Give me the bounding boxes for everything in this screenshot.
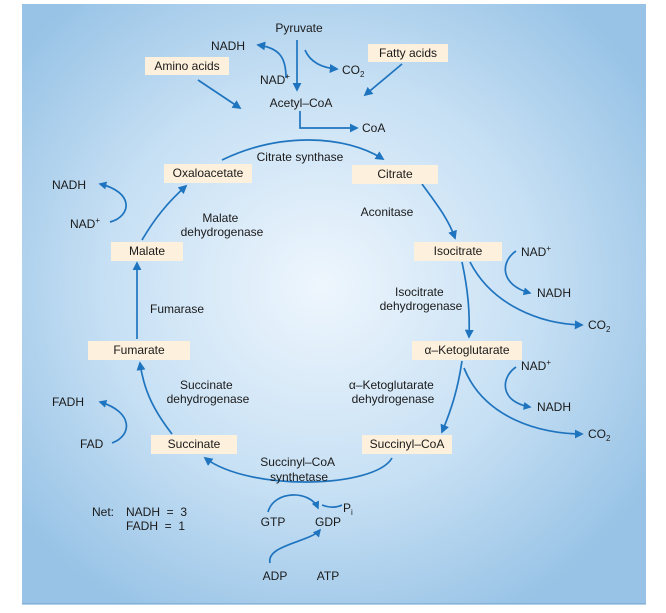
- alpha-ketoglutarate-box: [412, 341, 522, 360]
- gdp-label: GDP: [315, 515, 341, 529]
- net-nadh: NADH = 3: [126, 505, 187, 519]
- nad-left-label: NAD+: [70, 216, 100, 231]
- oxaloacetate-label: Oxaloacetate: [173, 166, 244, 180]
- akg-dehydrogenase-label: α–Ketoglutarate dehydrogenase: [349, 378, 437, 406]
- gtp-label: GTP: [261, 515, 286, 529]
- coa-label: CoA: [362, 121, 385, 135]
- succinyl-coa-synthetase-label: Succinyl–CoA synthetase: [260, 455, 337, 484]
- succinate-dehydrogenase-label: Succinate dehydrogenase: [167, 378, 250, 406]
- citrate-synthase-label: Citrate synthase: [257, 150, 344, 164]
- arrow-nad-nadh-isocitrate: [504, 250, 532, 296]
- arrow-adp-atp: [269, 528, 322, 564]
- co2-akg-label: CO2: [588, 427, 611, 443]
- acetyl-coa-label: Acetyl–CoA: [270, 96, 333, 110]
- nadh-left-label: NADH: [52, 178, 86, 192]
- fatty-acids-label: Fatty acids: [379, 46, 437, 60]
- arrow-fad-fadh: [98, 399, 128, 444]
- amino-acids-label: Amino acids: [154, 59, 219, 73]
- arrow-isocitrate-akg: [461, 261, 474, 339]
- arrow-pi: [321, 504, 343, 509]
- fumarate-box: [88, 341, 190, 360]
- pi-label: Pi: [343, 501, 353, 517]
- fumarase-label: Fumarase: [150, 302, 204, 316]
- citrate-label: Citrate: [377, 167, 413, 181]
- succinate-box: [151, 435, 237, 454]
- succinyl-coa-label: Succinyl–CoA: [370, 437, 445, 451]
- nad-akg-label: NAD+: [521, 358, 551, 373]
- nadh-top-label: NADH: [211, 39, 245, 53]
- arrow-to-co2-top: [304, 49, 339, 74]
- arrow-citrate-isocitrate: [421, 183, 457, 240]
- arrow-succinate-fumarate: [136, 361, 173, 435]
- isocitrate-label: Isocitrate: [434, 244, 483, 258]
- isocitrate-dehydrogenase-label: Isocitrate dehydrogenase: [380, 285, 463, 313]
- arrow-malate-oxaloacetate: [141, 184, 188, 241]
- net-fadh: FADH = 1: [126, 519, 185, 533]
- net-label: Net:: [92, 505, 114, 519]
- arrow-succinyl-coa-succinate: [203, 456, 393, 483]
- amino-acids-box: [145, 57, 229, 75]
- fad-label: FAD: [80, 437, 104, 451]
- malate-box: [111, 242, 183, 261]
- atp-label: ATP: [317, 569, 339, 583]
- oxaloacetate-box: [164, 164, 252, 183]
- nadh-akg-label: NADH: [537, 400, 571, 414]
- succinate-label: Succinate: [168, 437, 221, 451]
- arrow-co2-akg: [463, 367, 584, 439]
- fadh-label: FADH: [52, 395, 84, 409]
- fatty-acids-box: [368, 44, 448, 62]
- arrow-akg-succinyl-coa: [440, 360, 463, 434]
- arrow-nad-to-nadh-top: [256, 41, 287, 79]
- arrow-nad-nadh-akg: [504, 366, 532, 410]
- arrow-acetyl-to-coa: [299, 111, 359, 133]
- arrow-oxaloacetate-citrate: [221, 139, 385, 161]
- isocitrate-box: [414, 242, 502, 261]
- fumarate-label: Fumarate: [113, 343, 165, 357]
- aconitase-label: Aconitase: [361, 205, 414, 219]
- arrows: [98, 40, 584, 564]
- arrow-gtp-gdp: [267, 494, 320, 513]
- citrate-box: [352, 165, 438, 184]
- pyruvate-label: Pyruvate: [275, 21, 323, 35]
- co2-isocitrate-label: CO2: [588, 318, 611, 334]
- nadh-isocitrate-label: NADH: [537, 286, 571, 300]
- adp-label: ADP: [263, 569, 288, 583]
- malate-label: Malate: [129, 244, 165, 258]
- nad-top-label: NAD+: [260, 72, 290, 87]
- arrow-nad-nadh-left: [98, 181, 127, 223]
- nad-isocitrate-label: NAD+: [521, 244, 551, 259]
- arrow-co2-isocitrate: [469, 261, 584, 330]
- succinyl-coa-box: [362, 435, 452, 454]
- background-panel: [22, 4, 646, 604]
- co2-top-label: CO2: [342, 63, 365, 79]
- arrow-amino-acids: [197, 79, 242, 109]
- alpha-ketoglutarate-label: α–Ketoglutarate: [425, 343, 510, 357]
- malate-dehydrogenase-label: Malate dehydrogenase: [181, 211, 264, 239]
- arrow-fatty-acids: [363, 63, 403, 97]
